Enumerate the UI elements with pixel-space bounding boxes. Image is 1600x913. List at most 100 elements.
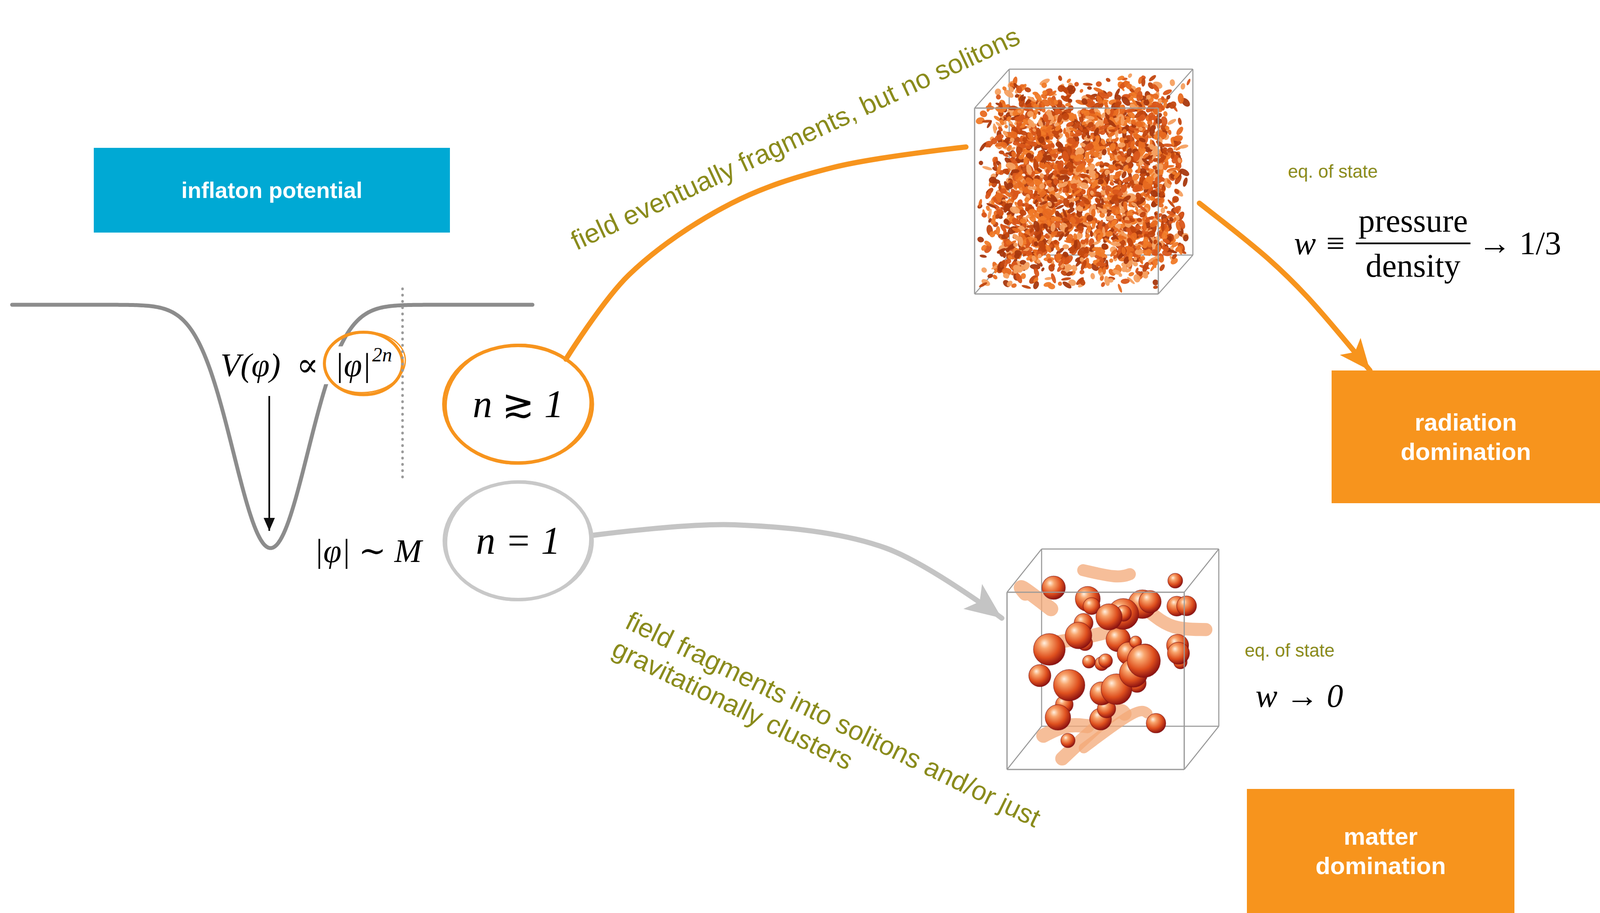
field-blob [1172, 188, 1181, 196]
field-blob [1107, 277, 1114, 284]
field-blob [1151, 82, 1161, 93]
field-blob [1057, 74, 1063, 82]
field-blob [1044, 276, 1052, 281]
field-blob [980, 243, 989, 252]
field-blob [1180, 82, 1186, 90]
field-blob [1169, 79, 1176, 87]
field-blob [1158, 263, 1166, 272]
field-blob [1023, 196, 1031, 204]
field-blob [987, 208, 993, 220]
field-blob [997, 125, 1004, 133]
field-blob [1125, 180, 1134, 189]
field-blob [1050, 222, 1056, 233]
field-blob [1002, 271, 1011, 280]
field-blob [981, 165, 993, 171]
field-blob [1131, 260, 1139, 268]
field-blob [1071, 131, 1083, 138]
field-blob [1169, 151, 1176, 160]
field-blob [979, 254, 988, 259]
field-blob [1014, 93, 1020, 99]
field-blob [1100, 197, 1105, 206]
field-blob [1134, 224, 1142, 231]
field-blob [1088, 108, 1096, 115]
field-blob [1031, 254, 1037, 262]
field-blob [977, 198, 983, 208]
field-blob [978, 159, 985, 166]
field-blob [1040, 266, 1046, 272]
field-blob [1082, 252, 1089, 259]
field-blob [1108, 257, 1114, 264]
field-blob [1005, 181, 1014, 190]
field-blob [1060, 180, 1069, 189]
field-blob [992, 123, 997, 134]
field-blob [985, 101, 993, 113]
field-blob [1045, 253, 1052, 259]
field-blob [1174, 125, 1185, 137]
field-blob [1047, 89, 1058, 98]
field-blob [978, 109, 989, 119]
field-blob [1093, 196, 1102, 205]
field-blob [1158, 255, 1165, 263]
field-blob [1100, 185, 1107, 192]
field-blob [1064, 101, 1071, 107]
field-blob [1096, 261, 1107, 267]
field-blob [1035, 166, 1043, 174]
field-blob [1141, 77, 1146, 87]
field-blob [978, 281, 989, 289]
field-blob [1163, 178, 1168, 188]
field-blob [1061, 186, 1068, 194]
field-blob [1025, 163, 1033, 176]
field-blob [1167, 129, 1172, 135]
field-blob [1172, 171, 1181, 180]
field-blob [989, 230, 996, 238]
field-blob [1005, 115, 1013, 122]
field-blob [1054, 244, 1062, 252]
field-blob [1065, 270, 1074, 278]
field-blob [985, 119, 993, 129]
field-blob [1092, 150, 1100, 159]
field-blob [1168, 216, 1175, 223]
field-blob [980, 266, 989, 274]
field-blob [1120, 278, 1131, 285]
field-blob [1062, 243, 1070, 250]
field-blob [1165, 94, 1172, 101]
field-blob [1099, 129, 1106, 136]
field-blob [1150, 215, 1155, 220]
field-blob [1012, 242, 1019, 248]
field-blob [1057, 280, 1064, 287]
cube-frame [1009, 68, 1193, 71]
field-blob [1079, 257, 1085, 262]
field-blob [1138, 210, 1148, 219]
field-blob [1111, 219, 1116, 227]
field-blob [1185, 78, 1192, 86]
field-blob [1049, 272, 1057, 284]
field-blob [1023, 86, 1032, 94]
field-blob [1074, 256, 1081, 263]
field-blob [1148, 218, 1160, 229]
field-blob [1032, 219, 1041, 233]
field-blob [1162, 88, 1173, 97]
field-blob [1047, 263, 1055, 273]
field-blob [1032, 267, 1041, 278]
field-blob [1107, 221, 1113, 229]
field-blob [1058, 199, 1065, 205]
field-blob [1105, 76, 1112, 83]
field-blob [1023, 201, 1030, 209]
field-blob [1008, 81, 1015, 88]
field-blob [1014, 271, 1024, 284]
field-blob [998, 258, 1006, 269]
field-blob [1070, 263, 1079, 273]
cube-frame [1158, 254, 1193, 294]
field-blob [1166, 117, 1177, 126]
field-blob [1117, 180, 1122, 185]
field-blob [1047, 282, 1056, 291]
field-blob [1086, 86, 1093, 90]
field-blob [1078, 277, 1087, 287]
field-blob [980, 211, 989, 219]
field-blob [1021, 283, 1032, 290]
field-blob [1037, 111, 1041, 116]
field-blob [1054, 203, 1065, 211]
cube-frame [974, 293, 1159, 295]
field-blob [1010, 282, 1017, 289]
field-blob [1148, 143, 1155, 150]
